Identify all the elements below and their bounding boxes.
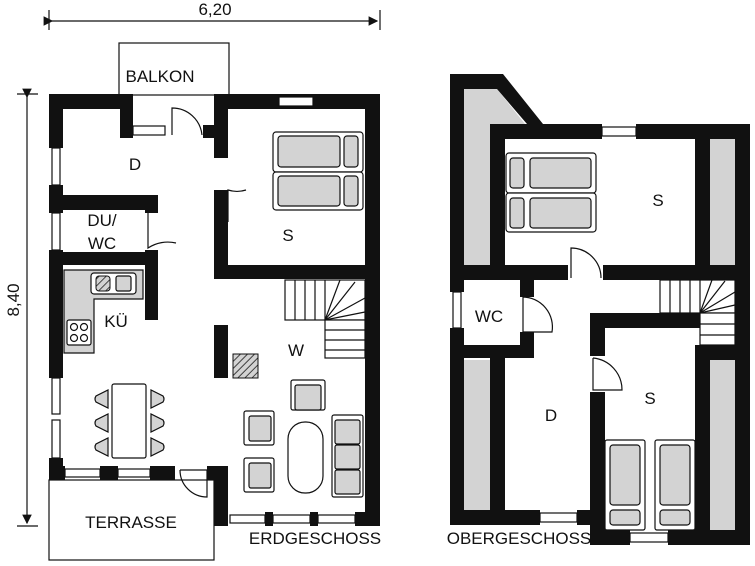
sink-drainer-icon <box>95 275 111 292</box>
depth-label: 8,40 <box>4 283 23 316</box>
staircase <box>659 279 736 346</box>
room-label-balcony: BALKON <box>126 67 195 86</box>
roof-slopes <box>464 89 735 530</box>
width-dimension: 6,20 <box>43 0 381 30</box>
ground-floor-plan: BALKON D DU/ WC S KÜ W TERRASSE ERDGESCH… <box>48 42 381 561</box>
staircase <box>284 279 366 359</box>
room-label-hall: D <box>129 155 141 174</box>
stove-fireplace <box>232 353 259 379</box>
room-label-hall: D <box>545 406 557 425</box>
room-label-terrace: TERRASSE <box>85 513 177 532</box>
walls <box>49 94 380 526</box>
room-label-wc: WC <box>475 307 503 326</box>
windows <box>452 126 669 543</box>
stove-icon <box>66 319 92 346</box>
bunk-beds <box>505 152 597 233</box>
room-label-living: W <box>288 341 304 360</box>
room-label-bedroom-2: S <box>644 389 655 408</box>
doors <box>522 247 623 391</box>
walls <box>450 74 750 545</box>
balcony-outline <box>118 42 230 96</box>
room-label-shower-wc-1: DU/ <box>87 211 117 230</box>
room-label-bedroom-1: S <box>652 191 663 210</box>
depth-dimension: 8,40 <box>4 88 38 527</box>
floor-title-upper: OBERGESCHOSS <box>447 529 592 548</box>
floor-title-ground: ERDGESCHOSS <box>249 529 381 548</box>
sink-icon <box>115 275 132 292</box>
dining-set <box>94 383 165 459</box>
room-label-bedroom: S <box>282 226 293 245</box>
room-label-shower-wc-2: WC <box>88 234 116 253</box>
doors <box>147 107 247 498</box>
living-furniture <box>243 379 364 498</box>
width-label: 6,20 <box>198 0 231 19</box>
single-beds <box>604 439 696 531</box>
windows <box>51 96 356 524</box>
room-label-kitchen: KÜ <box>104 312 128 331</box>
bunk-beds <box>272 131 364 211</box>
upper-floor-plan: S WC D S OBERGESCHOSS <box>447 74 750 548</box>
kitchen-counter <box>63 269 144 354</box>
